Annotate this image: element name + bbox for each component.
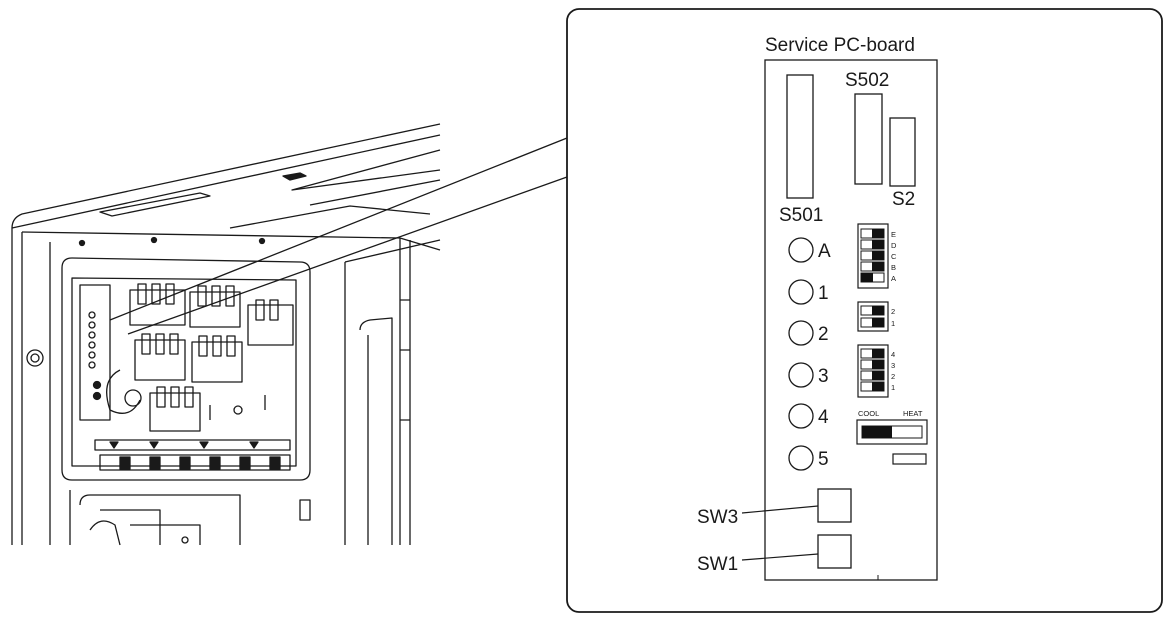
dip-switch-b-label: B — [891, 263, 896, 272]
dip-switch-g3-2-label: 2 — [891, 372, 895, 381]
dip-switch-g3-4[interactable]: 4 — [860, 348, 895, 359]
dip-switch-group-1: E D C B A — [857, 223, 897, 289]
led-2-label: 2 — [818, 324, 829, 345]
sw1-label: SW1 — [697, 554, 738, 575]
cool-heat-switch[interactable]: COOL HEAT — [856, 409, 928, 445]
detail-leader-lines — [109, 137, 568, 335]
dip-switch-g2-1[interactable]: 1 — [860, 317, 895, 328]
dip-switch-e-label: E — [891, 230, 896, 239]
dip-switch-g3-1-label: 1 — [891, 383, 895, 392]
small-component — [892, 453, 927, 465]
led-5: 5 — [788, 445, 829, 471]
led-3: 3 — [788, 362, 829, 388]
dip-switch-g3-2[interactable]: 2 — [860, 370, 895, 381]
dip-switch-a-label: A — [891, 274, 896, 283]
led-1: 1 — [788, 279, 829, 305]
led-4: 4 — [788, 403, 829, 429]
cool-label: COOL — [858, 409, 879, 418]
connector-s2 — [889, 117, 916, 187]
cool-heat-switch-knob — [862, 426, 892, 438]
dip-group-2-frame — [857, 301, 889, 332]
led-5-label: 5 — [818, 449, 829, 470]
led-a: A — [788, 237, 831, 263]
push-switch-sw1[interactable]: SW1 — [697, 534, 852, 575]
dip-switch-g3-4-label: 4 — [891, 350, 895, 359]
dip-switch-a[interactable]: A — [860, 272, 896, 283]
dip-switch-g3-3[interactable]: 3 — [860, 359, 895, 370]
dip-switch-group-2: 2 1 — [857, 301, 895, 332]
outdoor-unit-illustration — [11, 123, 441, 546]
dip-switch-c-label: C — [891, 252, 897, 261]
pc-board-outline — [764, 59, 938, 581]
connector-s2-label: S2 — [892, 189, 915, 210]
dip-switch-d[interactable]: D — [860, 239, 897, 250]
connector-s501-label: S501 — [779, 205, 823, 226]
dip-group-3-frame — [857, 344, 889, 398]
dip-switch-e[interactable]: E — [860, 228, 896, 239]
cool-heat-switch-frame — [856, 419, 928, 445]
connector-s501 — [786, 74, 814, 199]
dip-switch-d-label: D — [891, 241, 897, 250]
dip-switch-g3-1[interactable]: 1 — [860, 381, 895, 392]
dip-switch-group-3: 4 3 2 1 — [857, 344, 895, 398]
board-title: Service PC-board — [765, 35, 915, 56]
dip-switch-g2-1-label: 1 — [891, 319, 895, 328]
dip-switch-c[interactable]: C — [860, 250, 897, 261]
dip-switch-b[interactable]: B — [860, 261, 896, 272]
dip-switch-g2-2-label: 2 — [891, 307, 895, 316]
connector-s502-label: S502 — [845, 70, 889, 91]
heat-label: HEAT — [903, 409, 923, 418]
led-a-label: A — [818, 241, 831, 262]
sw3-label: SW3 — [697, 507, 738, 528]
led-2: 2 — [788, 320, 829, 346]
led-1-label: 1 — [818, 283, 829, 304]
led-column: A 1 2 3 4 5 — [788, 237, 831, 471]
led-4-label: 4 — [818, 407, 829, 428]
push-switch-sw3[interactable]: SW3 — [697, 488, 852, 528]
dip-switch-g3-3-label: 3 — [891, 361, 895, 370]
led-3-label: 3 — [818, 366, 829, 387]
dip-group-1-frame — [857, 223, 889, 289]
dip-switch-g2-2[interactable]: 2 — [860, 305, 895, 316]
detail-panel-frame — [566, 8, 1163, 613]
connector-s502 — [854, 93, 883, 185]
